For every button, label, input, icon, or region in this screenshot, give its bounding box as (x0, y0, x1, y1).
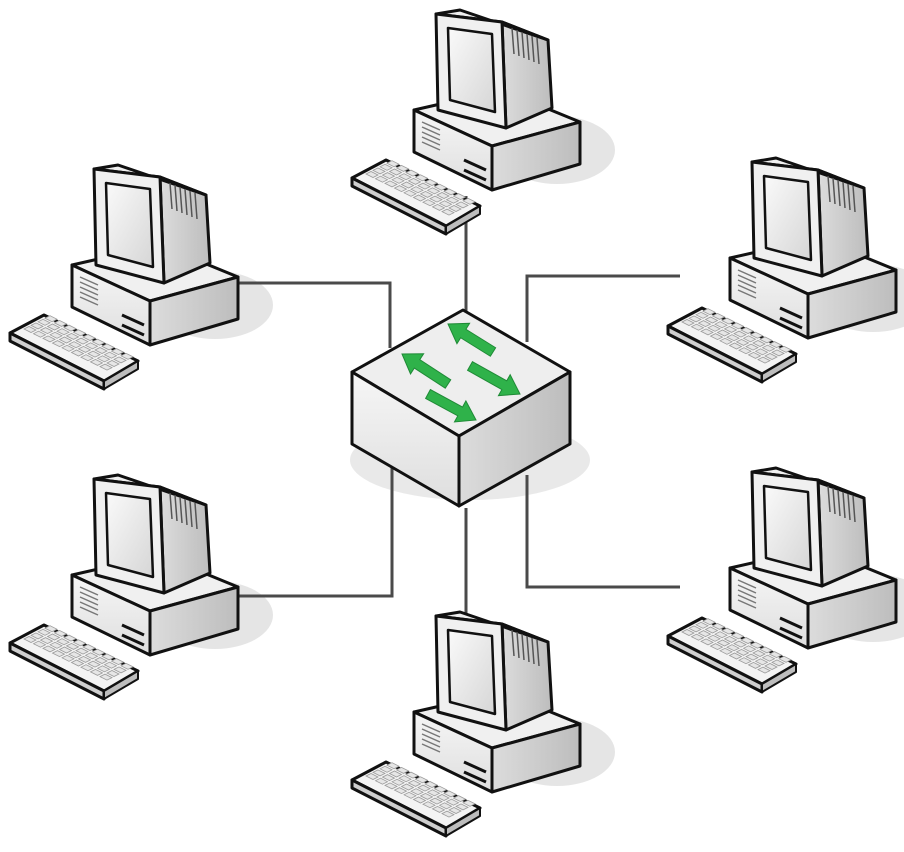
monitor (750, 466, 870, 588)
computer-top (350, 8, 582, 236)
keyboard (666, 616, 798, 694)
arrow (466, 360, 521, 397)
computer-bottom (350, 610, 582, 838)
screen (104, 181, 155, 269)
monitor (92, 163, 212, 285)
cable-computer-lower-right (525, 475, 680, 589)
computer-lower-right (666, 466, 898, 694)
computer-upper-left (8, 163, 240, 391)
screen (762, 174, 813, 262)
monitor (750, 156, 870, 278)
monitor (434, 8, 554, 130)
screen (446, 26, 497, 114)
cable-computer-upper-left (238, 281, 392, 348)
monitor (92, 473, 212, 595)
keyboard (350, 158, 482, 236)
arrow (424, 388, 477, 423)
arrow (401, 353, 452, 389)
switch-arrows-icon (401, 322, 521, 423)
keyboard (8, 313, 140, 391)
network-cables (238, 196, 680, 615)
computers (8, 8, 898, 838)
cable-computer-lower-left (238, 468, 394, 598)
screen (446, 628, 497, 716)
screen (762, 484, 813, 572)
arrow (447, 322, 497, 357)
computer-upper-right (666, 156, 898, 384)
switch-side (457, 370, 572, 508)
keyboard (350, 760, 482, 838)
keyboard (666, 306, 798, 384)
keyboard (8, 623, 140, 701)
cable-computer-upper-right (525, 274, 680, 342)
monitor (434, 610, 554, 732)
network-switch (350, 308, 572, 508)
computer-lower-left (8, 473, 240, 701)
screen (104, 491, 155, 579)
